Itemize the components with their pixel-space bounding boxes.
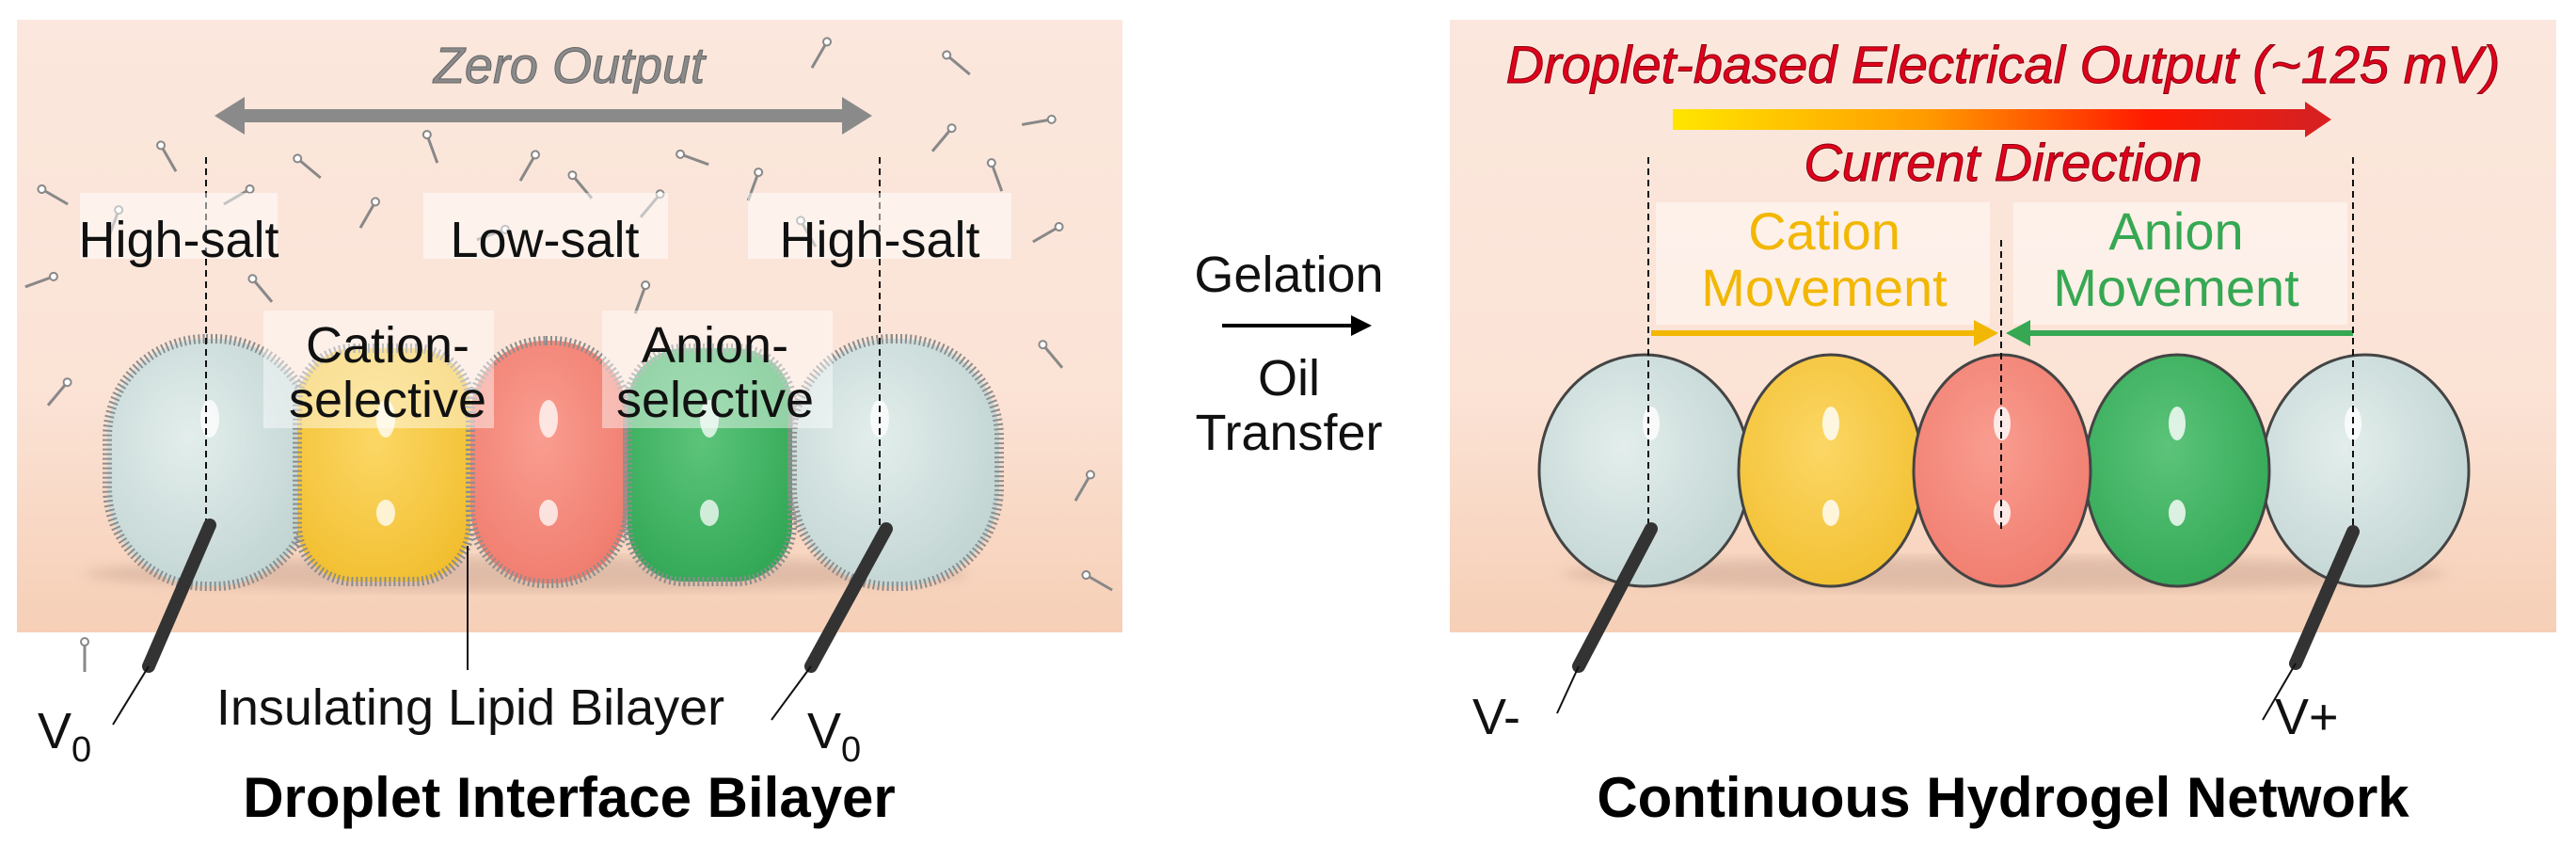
anion-selective-label-line2: selective [616, 372, 814, 428]
right-panel: Droplet-based Electrical Output (~125 mV… [1450, 20, 2556, 632]
zero-output-label: Zero Output [432, 38, 707, 94]
anion-selective-label-line1: Anion- [642, 317, 788, 374]
label-low-salt: Low-salt [450, 212, 639, 268]
cation-movement-line1: Cation [1748, 201, 1900, 261]
cation-movement-arrow [1651, 320, 1998, 346]
label-high-salt-right: High-salt [779, 212, 979, 268]
hydrogel-high-salt-right [2260, 353, 2471, 588]
lipid-molecule [421, 130, 439, 164]
process-step: Gelation Oil Transfer [1194, 247, 1383, 461]
right-electrode-positive [2262, 525, 2360, 721]
gelation-label: Gelation [1194, 247, 1383, 303]
lipid-molecule [156, 140, 178, 172]
lipid-molecule [1073, 470, 1095, 502]
lipid-molecule [942, 50, 971, 76]
electrode-label-left-v0: V0 [38, 703, 91, 770]
label-high-salt-left: High-salt [78, 212, 278, 268]
lipid-molecule [37, 184, 69, 206]
cation-selective-label-line2: selective [289, 372, 486, 428]
current-direction-arrow [1673, 102, 2331, 137]
droplet-high-salt-right [787, 334, 1004, 591]
oil-label: Oil [1258, 350, 1320, 407]
droplet-anion-selective [623, 343, 797, 586]
hydrogel-cation-selective [1737, 353, 1925, 588]
lipid-molecule [810, 37, 832, 69]
lipid-molecule [247, 274, 274, 303]
lipid-molecule [676, 149, 709, 167]
lipid-molecule [80, 637, 89, 672]
cation-selective-label-line1: Cation- [306, 317, 469, 374]
cation-movement-line2: Movement [1701, 258, 1948, 317]
lipid-molecule [518, 150, 540, 182]
anion-movement-line1: Anion [2108, 201, 2243, 261]
left-panel: Zero Output High-salt Low [17, 20, 1122, 672]
electrode-label-v-plus: V+ [2275, 689, 2339, 745]
process-arrow-head [1351, 315, 1372, 336]
right-panel-title: Continuous Hydrogel Network [1597, 766, 2409, 829]
left-electrode-left [112, 519, 216, 726]
hydrogel-anion-selective [2083, 353, 2271, 588]
salt-labels: High-salt Low-salt High-salt [78, 193, 1011, 268]
lipid-molecule [930, 123, 957, 152]
right-dashed-lines [1647, 157, 2354, 532]
electrode-label-v-minus: V- [1472, 689, 1520, 745]
current-direction-label: Current Direction [1804, 133, 2202, 192]
lipid-molecule [1081, 570, 1113, 592]
left-panel-title: Droplet Interface Bilayer [243, 766, 896, 829]
lipid-molecule [24, 271, 58, 289]
lipid-molecule [1032, 222, 1064, 244]
lipid-molecule [633, 280, 651, 314]
transfer-label: Transfer [1195, 405, 1382, 461]
right-electrode-negative [1556, 522, 1658, 714]
anion-movement-line2: Movement [2053, 258, 2299, 317]
lipid-molecule [1021, 114, 1057, 126]
lipid-molecule [293, 153, 322, 180]
droplet-highlights [200, 400, 889, 526]
lipid-molecule [46, 377, 72, 407]
left-electrode-right [771, 522, 893, 721]
lipid-molecule [358, 197, 380, 229]
electrical-output-label: Droplet-based Electrical Output (~125 mV… [1506, 35, 2501, 94]
anion-movement-arrow [2006, 320, 2353, 346]
lipid-molecule [1038, 340, 1064, 369]
droplet-cation-selective [293, 343, 475, 586]
electrode-label-right-v0: V0 [807, 703, 861, 770]
zero-output-double-arrow [215, 97, 872, 135]
lipid-molecule [986, 158, 1004, 192]
insulating-lipid-bilayer-label: Insulating Lipid Bilayer [216, 679, 724, 736]
